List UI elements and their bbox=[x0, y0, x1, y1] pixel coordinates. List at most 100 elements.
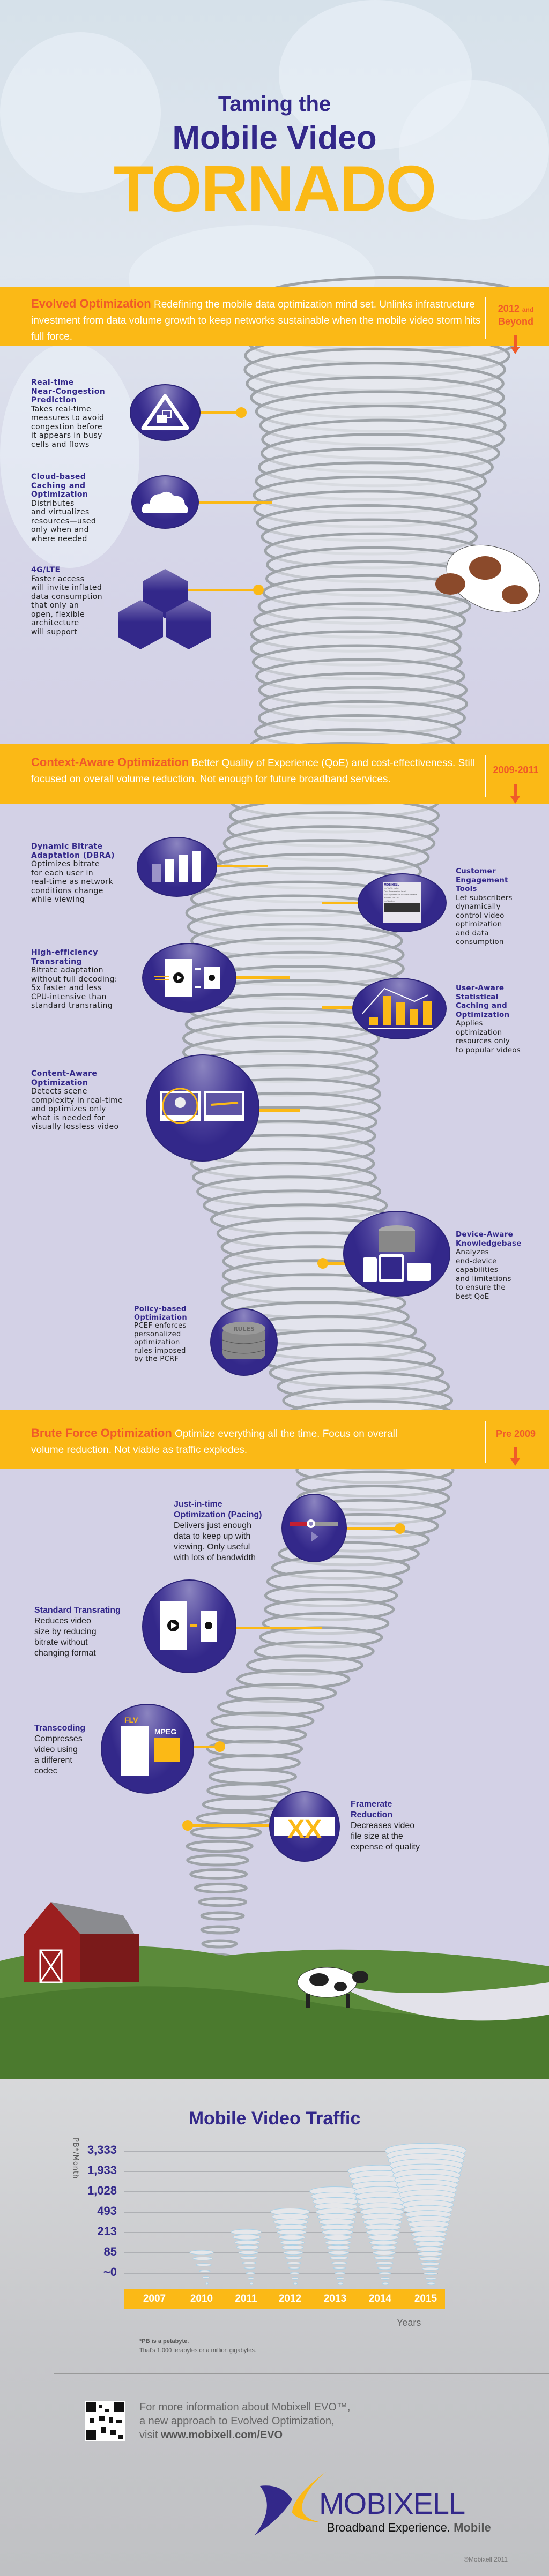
chart-bar-2011 bbox=[231, 2229, 262, 2285]
gridline bbox=[124, 2191, 438, 2192]
footer-url-link[interactable]: www.mobixell.com/EVO bbox=[161, 2429, 283, 2441]
mpeg-label: MPEG bbox=[154, 1727, 177, 1736]
banner-text: Redefining the mobile data optimization … bbox=[31, 299, 481, 342]
item-description: Compresses video using a different codec bbox=[34, 1734, 83, 1776]
chart-bar-2013 bbox=[309, 2186, 361, 2285]
footer-line-2: a new approach to Evolved Optimization, bbox=[139, 2415, 335, 2427]
cloud-icon bbox=[131, 475, 199, 529]
divider bbox=[485, 755, 486, 797]
title-line-1: Taming the bbox=[218, 92, 331, 116]
farm-landscape bbox=[0, 1902, 549, 2079]
banner-brute-force-optimization: Brute Force Optimization Optimize everyt… bbox=[0, 1410, 549, 1469]
y-tick-label: ~0 bbox=[103, 2265, 117, 2279]
progress-bar-icon bbox=[281, 1494, 347, 1562]
film-icon bbox=[121, 1726, 149, 1776]
cow-icon bbox=[297, 1967, 368, 2008]
film-icon bbox=[154, 1738, 180, 1762]
banner-context-aware-optimization: Context-Aware Optimization Better Qualit… bbox=[0, 744, 549, 804]
down-arrow-icon bbox=[510, 784, 520, 804]
barn-icon bbox=[24, 1902, 139, 1983]
item-title: 4G/LTE bbox=[31, 566, 61, 574]
title-tornado: TORNADO bbox=[113, 152, 437, 225]
chart-bar-2010 bbox=[189, 2250, 214, 2285]
tagline-text: Broadband Experience. bbox=[327, 2521, 450, 2534]
footer-line-1: For more information about Mobixell EVO™… bbox=[139, 2401, 351, 2413]
item-title: Real-time Near-Congestion Prediction bbox=[31, 378, 106, 405]
connector-line bbox=[187, 589, 259, 591]
connector-line bbox=[197, 501, 272, 504]
y-tick-label: 85 bbox=[103, 2245, 117, 2258]
cell-tower-icon bbox=[118, 600, 163, 649]
connector-dot bbox=[214, 1741, 225, 1752]
tornado-ring bbox=[186, 1839, 254, 1853]
app-row: Data Acceleration level bbox=[384, 890, 406, 893]
tornado-ring bbox=[198, 1897, 247, 1907]
copyright: ©Mobixell 2011 bbox=[464, 2556, 508, 2563]
x-tick-label: 2015 bbox=[414, 2293, 437, 2304]
divider bbox=[485, 297, 486, 339]
y-tick-label: 1,028 bbox=[87, 2184, 117, 2197]
app-row: My Weather bbox=[384, 900, 395, 902]
period-label: Pre 2009 bbox=[495, 1428, 536, 1439]
connector-line bbox=[257, 1109, 300, 1112]
item-description: Distributes and virtualizes resources—us… bbox=[31, 499, 97, 543]
item-title: Customer Engagement Tools bbox=[456, 867, 508, 893]
rules-label: RULES bbox=[233, 1326, 255, 1332]
down-arrow-icon bbox=[510, 1447, 520, 1466]
footnote-detail: That's 1,000 terabytes or a million giga… bbox=[139, 2347, 256, 2354]
film-transrate-icon bbox=[142, 943, 236, 1013]
connector-dot bbox=[236, 407, 247, 418]
chart-bar-2014 bbox=[347, 2165, 413, 2285]
banner-text: Better Quality of Experience (QoE) and c… bbox=[31, 758, 475, 785]
bar-chart-trend-icon bbox=[352, 978, 447, 1039]
scene-frames-icon bbox=[146, 1054, 259, 1162]
period-beyond: Beyond bbox=[498, 316, 533, 327]
period-label: 2009-2011 bbox=[493, 765, 539, 775]
item-dbra: Dynamic Bitrate Adaptation (DBRA)Optimiz… bbox=[31, 842, 115, 904]
tornado-ring bbox=[194, 1882, 248, 1894]
bitrate-bars-icon bbox=[137, 837, 217, 897]
gridline bbox=[124, 2273, 438, 2274]
item-description: Faster access will invite inflated data … bbox=[31, 574, 103, 636]
banner-text: Optimize everything all the time. Focus … bbox=[31, 1428, 398, 1456]
app-brand: MOBIXELL bbox=[384, 883, 399, 887]
devices-database-icon bbox=[343, 1211, 450, 1297]
item-description: Reduces video size by reducing bitrate w… bbox=[34, 1616, 97, 1658]
chart-bar-2012 bbox=[270, 2207, 310, 2285]
connector-line bbox=[198, 411, 241, 414]
cell-tower-icon bbox=[166, 600, 211, 649]
connector-line bbox=[343, 1527, 399, 1530]
traffic-warning-icon bbox=[130, 384, 201, 441]
item-description: Optimizes bitrate for each user in real-… bbox=[31, 860, 113, 904]
x-axis-band bbox=[124, 2289, 445, 2309]
footer-visit: visit bbox=[139, 2429, 161, 2441]
qr-code-icon[interactable] bbox=[85, 2401, 125, 2441]
film-shrink-icon bbox=[142, 1579, 236, 1673]
app-screen: MOBIXELL My Traffic Meter Data Accelerat… bbox=[383, 882, 421, 923]
connector-line bbox=[193, 1746, 220, 1748]
road bbox=[332, 1982, 549, 2021]
item-just-in-time: Just-in-time Optimization (Pacing)Delive… bbox=[174, 1499, 262, 1563]
item-description: Takes real-time measures to avoid conges… bbox=[31, 405, 105, 449]
connector-line bbox=[322, 1006, 354, 1009]
banner-title: Evolved Optimization bbox=[31, 297, 151, 310]
connector-line bbox=[236, 976, 290, 979]
gridline bbox=[124, 2171, 438, 2172]
connector-dot bbox=[395, 1523, 405, 1534]
mobixell-logo: MOBIXELL bbox=[319, 2487, 465, 2520]
banner-title: Brute Force Optimization bbox=[31, 1426, 172, 1440]
title-line-2: Mobile Video bbox=[172, 119, 377, 156]
x-tick-label: 2010 bbox=[190, 2293, 213, 2304]
y-tick-label: 213 bbox=[97, 2225, 117, 2238]
tornado-ring bbox=[186, 1854, 249, 1867]
